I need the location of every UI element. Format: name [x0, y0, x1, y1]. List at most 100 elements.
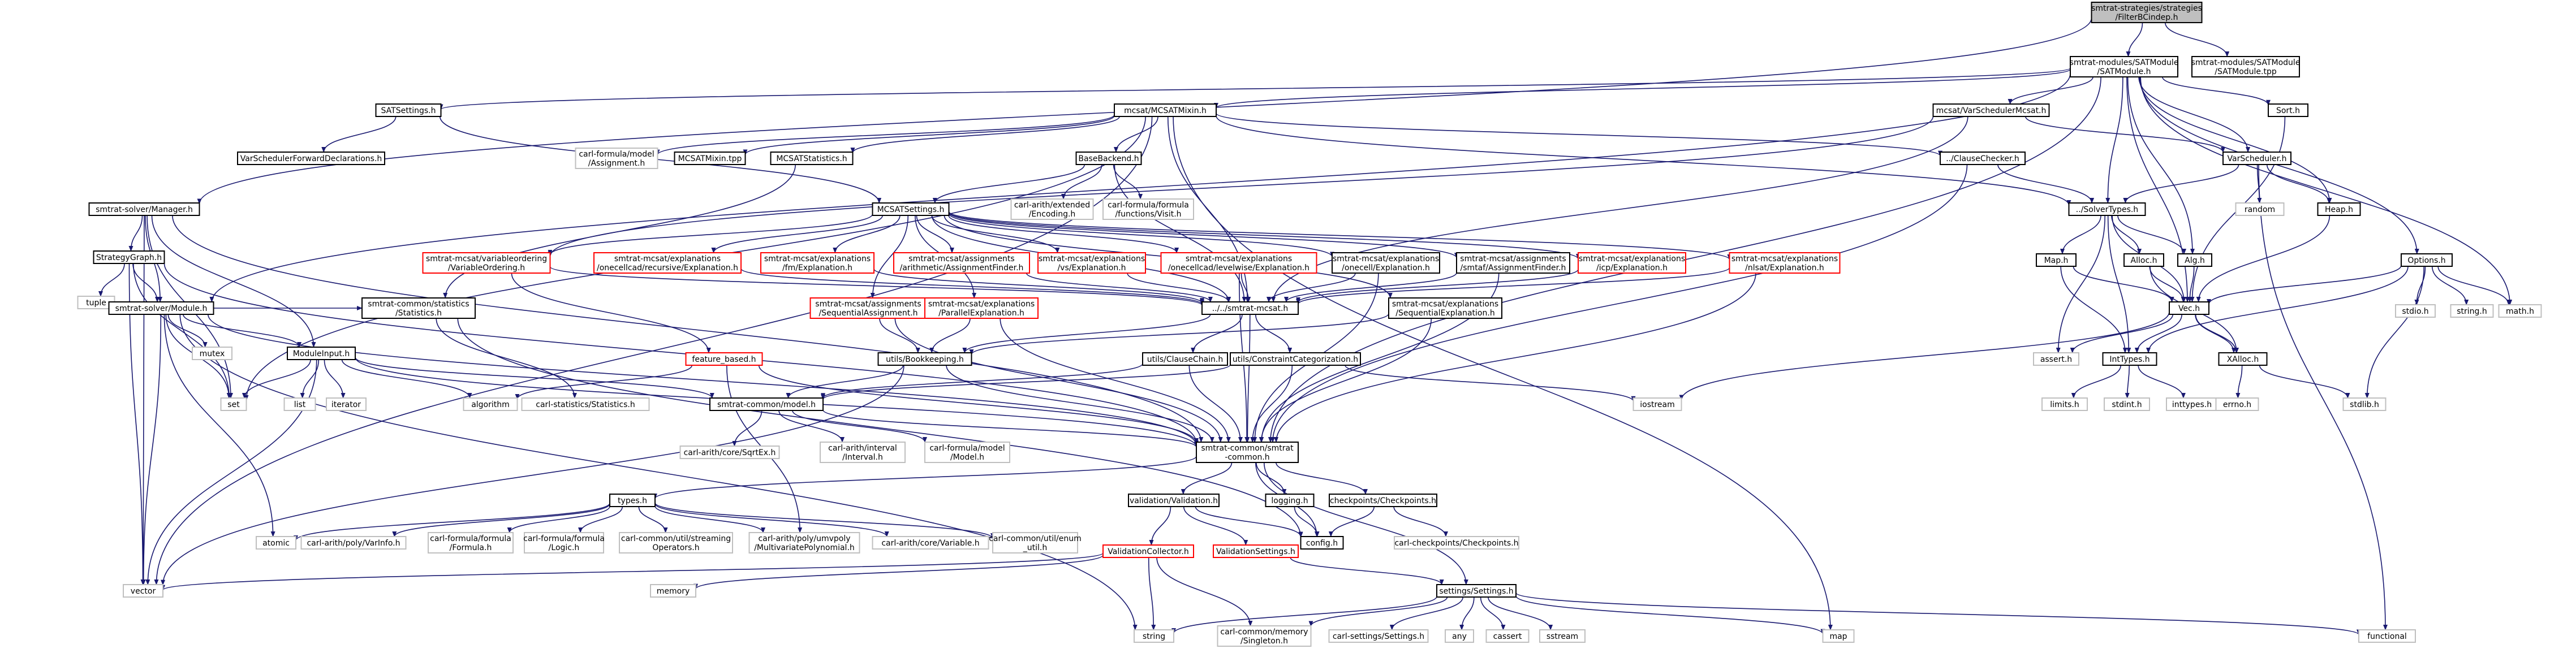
graph-node-fmexplanation[interactable]: smtrat-mcsat/explanations/fm/Explanation… — [760, 252, 875, 274]
edge-mcsatsettings-to-onecellexpl — [948, 213, 1334, 258]
graph-node-inttypes_h[interactable]: IntTypes.h — [2102, 352, 2157, 366]
graph-node-icpexpl[interactable]: smtrat-mcsat/explanations/icp/Explanatio… — [1578, 252, 1686, 274]
graph-node-basebackend[interactable]: BaseBackend.h — [1075, 152, 1142, 165]
node-box — [1300, 536, 1344, 550]
graph-node-satsettings[interactable]: SATSettings.h — [375, 103, 442, 117]
graph-node-onecellexpl[interactable]: smtrat-mcsat/explanations/onecell/Explan… — [1332, 252, 1440, 274]
node-box — [108, 301, 214, 315]
graph-node-settings_h[interactable]: settings/Settings.h — [1436, 584, 1517, 598]
node-label: carl-settings/Settings.h — [1333, 632, 1424, 641]
graph-node-clausechecker[interactable]: ../ClauseChecker.h — [1940, 152, 2026, 165]
node-box — [2268, 103, 2308, 117]
graph-node-featurebased[interactable]: feature_based.h — [685, 352, 763, 366]
graph-node-nlsatexpl[interactable]: smtrat-mcsat/explanations/nlsat/Explanat… — [1729, 252, 1841, 274]
edge-mcsatmixin_h-to-mcsatstatistics — [850, 116, 1120, 154]
edge-model_h-to-interval — [778, 410, 845, 443]
graph-node-clausechain[interactable]: utils/ClauseChain.h — [1142, 352, 1228, 366]
graph-node-constraintcat[interactable]: utils/ConstraintCategorization.h — [1230, 352, 1361, 366]
graph-node-sort_h[interactable]: Sort.h — [2268, 103, 2308, 117]
graph-node-vec_h[interactable]: Vec.h — [2169, 301, 2209, 315]
node-label: VarSchedulerForwardDeclarations.h — [240, 154, 382, 163]
graph-node-any: any — [1445, 629, 1474, 643]
graph-node-smtratmcsat[interactable]: ../../smtrat-mcsat.h — [1201, 301, 1299, 315]
graph-node-validcollector[interactable]: ValidationCollector.h — [1102, 544, 1194, 558]
node-label: ../ClauseChecker.h — [1946, 154, 2019, 163]
node-label: /SATModule.h — [2097, 67, 2151, 76]
graph-node-types_h[interactable]: types.h — [609, 494, 656, 507]
graph-node-algH[interactable]: Alg.h — [2177, 253, 2212, 267]
graph-node-allocH[interactable]: Alloc.h — [2123, 253, 2164, 267]
graph-node-mcsatsettings[interactable]: MCSATSettings.h — [872, 202, 950, 216]
graph-node-onecelllevelwise[interactable]: smtrat-mcsat/explanations/onecellcad/lev… — [1160, 252, 1317, 274]
graph-node-parallelexpl[interactable]: smtrat-mcsat/explanations/ParallelExplan… — [924, 297, 1039, 319]
graph-node-validation[interactable]: validation/Validation.h — [1128, 494, 1220, 507]
edge-satsettings-to-varschedfwd — [321, 116, 397, 153]
node-box — [256, 536, 296, 550]
graph-node-varordering[interactable]: smtrat-mcsat/variableordering/VariableOr… — [422, 252, 551, 274]
node-box — [2498, 304, 2542, 318]
graph-node-strategygraph[interactable]: StrategyGraph.h — [93, 250, 165, 264]
edge-inttypes_h-to-inttypes_sys — [2138, 365, 2186, 399]
edge-satsettings-to-mcsatsettings — [440, 116, 882, 204]
graph-node-root[interactable]: smtrat-strategies/strategies/FilterBCind… — [2091, 2, 2203, 23]
graph-node-satmodule_h[interactable]: smtrat-modules/SATModule/SATModule.h — [2070, 56, 2179, 77]
edge-smtratmcsat-to-smtratcommon — [1245, 314, 1251, 443]
node-label: smtrat-mcsat/variableordering — [426, 254, 547, 263]
edge-solvertypes-to-mapH — [2060, 215, 2101, 254]
graph-node-varschedmcsat[interactable]: mcsat/VarSchedulerMcsat.h — [1932, 103, 2050, 117]
edge-checkpoints-to-config_h — [1328, 506, 1375, 537]
graph-node-mapH[interactable]: Map.h — [2036, 253, 2077, 267]
graph-node-checkpoints[interactable]: checkpoints/Checkpoints.h — [1329, 494, 1437, 507]
node-label: /Formula.h — [450, 543, 492, 552]
edge-inttypes_h-to-limits_h — [2071, 365, 2121, 399]
graph-node-options[interactable]: Options.h — [2401, 253, 2453, 267]
graph-node-limits_h: limits.h — [2041, 397, 2088, 411]
graph-node-onecellrecursive[interactable]: smtrat-mcsat/explanations/onecellcad/rec… — [593, 252, 742, 274]
graph-node-arithassign[interactable]: smtrat-mcsat/assignments/arithmetic/Assi… — [893, 252, 1030, 274]
edge-mcsatsettings-to-onecellrecursive — [711, 215, 884, 253]
graph-node-module_h[interactable]: smtrat-solver/Module.h — [108, 301, 214, 315]
edge-mcsatsettings-to-nlsatexpl — [948, 211, 1732, 261]
node-label: carl-checkpoints/Checkpoints.h — [1394, 539, 1518, 548]
node-label: ../../smtrat-mcsat.h — [1212, 304, 1289, 313]
edge-settings_h-to-carlsettings — [1389, 596, 1464, 630]
graph-node-mcsatmixin_h[interactable]: mcsat/MCSATMixin.h — [1114, 103, 1217, 117]
graph-node-variable_h: carl-arith/core/Variable.h — [872, 536, 989, 550]
graph-node-moduleinput[interactable]: ModuleInput.h — [287, 347, 356, 360]
graph-node-bookkeeping[interactable]: utils/Bookkeeping.h — [877, 352, 972, 366]
graph-node-logging_h[interactable]: logging.h — [1265, 494, 1315, 507]
graph-node-solvertypes[interactable]: ../SolverTypes.h — [2068, 202, 2146, 216]
graph-node-mcsatstatistics[interactable]: MCSATStatistics.h — [770, 152, 854, 165]
graph-node-satmodule_tpp[interactable]: smtrat-modules/SATModule/SATModule.tpp — [2191, 56, 2301, 77]
edge-validation-to-validcollector — [1149, 506, 1171, 546]
graph-node-seqassign[interactable]: smtrat-mcsat/assignments/SequentialAssig… — [809, 297, 927, 319]
graph-node-heap_h[interactable]: Heap.h — [2317, 202, 2361, 216]
node-box — [1134, 629, 1174, 643]
graph-node-manager[interactable]: smtrat-solver/Manager.h — [88, 202, 200, 216]
node-label: smtrat-mcsat/explanations — [764, 254, 871, 263]
graph-node-xalloc_h[interactable]: XAlloc.h — [2218, 352, 2268, 366]
graph-node-varschedfwd[interactable]: VarSchedulerForwardDeclarations.h — [237, 152, 385, 165]
graph-node-smtratcommon[interactable]: smtrat-common/smtrat-common.h — [1196, 442, 1299, 463]
graph-node-vsexplanation[interactable]: smtrat-mcsat/explanations/vs/Explanation… — [1037, 252, 1146, 274]
node-box — [2218, 352, 2268, 366]
graph-node-stats[interactable]: smtrat-common/statistics/Statistics.h — [361, 297, 476, 319]
edge-types_h-to-cf_formula — [507, 506, 610, 533]
graph-node-smtaf[interactable]: smtrat-mcsat/assignments/smtaf/Assignmen… — [1456, 252, 1570, 274]
graph-node-seqexpl[interactable]: smtrat-mcsat/explanations/SequentialExpl… — [1388, 297, 1502, 319]
node-box — [1230, 352, 1361, 366]
graph-node-mcsatmixin_tpp[interactable]: MCSATMixin.tpp — [674, 152, 746, 165]
edge-validcollector-to-vector — [161, 552, 1104, 591]
graph-node-varscheduler[interactable]: VarScheduler.h — [2222, 152, 2291, 165]
edge-mcsatsettings-to-vsexplanation — [931, 215, 1060, 253]
edge-fmexplanation-to-smtratmcsat — [873, 269, 1204, 304]
edge-parallelexpl-to-bookkeeping — [929, 318, 971, 353]
node-box — [428, 532, 514, 553]
graph-node-config_h[interactable]: config.h — [1300, 536, 1344, 550]
node-label: smtrat-mcsat/explanations — [1579, 254, 1685, 263]
node-box — [237, 152, 385, 165]
graph-node-model_h[interactable]: smtrat-common/model.h — [709, 397, 824, 411]
graph-node-validsettings[interactable]: ValidationSettings.h — [1213, 544, 1299, 558]
edge-varscheduler-to-solvertypes — [2123, 164, 2239, 204]
